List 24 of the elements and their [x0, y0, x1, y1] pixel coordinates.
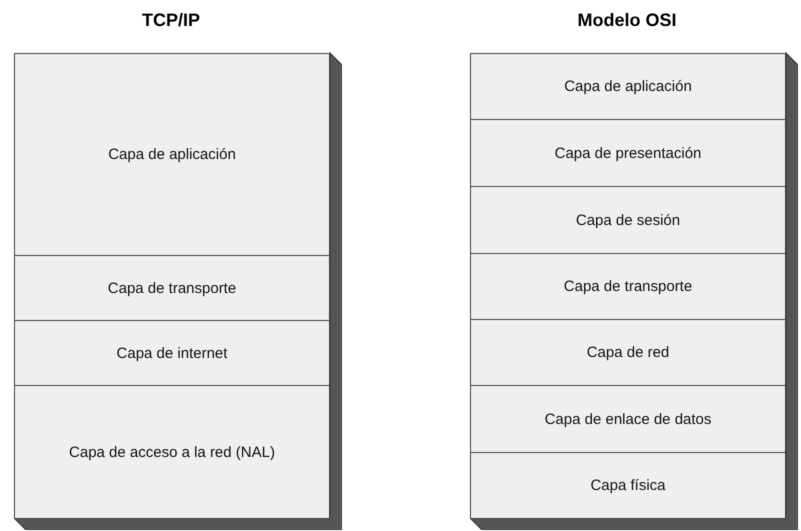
layer-box: [14, 255, 330, 321]
layer-label: Capa de aplicación: [108, 146, 236, 163]
layer-label: Capa de presentación: [554, 144, 702, 162]
layer-label: Capa de sesión: [576, 212, 680, 228]
layer-box: [470, 452, 786, 519]
stack-title: Modelo OSI: [576, 10, 678, 31]
layer-label: Capa de transporte: [108, 280, 236, 296]
layer-label: Capa de acceso a la red (NAL): [69, 444, 275, 460]
layer-box: [14, 385, 330, 519]
layer-box: [470, 253, 786, 320]
layer-label: Capa física: [590, 477, 666, 494]
layer-label: Capa de red: [586, 344, 670, 361]
layer-label: Capa de transporte: [564, 278, 692, 295]
layer-label: Capa de internet: [116, 344, 228, 362]
layer-box: [14, 320, 330, 386]
layer-box: [470, 53, 786, 120]
layer-box: [470, 119, 786, 187]
layer-label: Capa de aplicación: [564, 78, 692, 95]
layer-box: [470, 186, 786, 254]
stack-title: TCP/IP: [140, 10, 201, 31]
layer-box: [470, 319, 786, 386]
layer-box: [14, 53, 330, 256]
layer-box: [470, 385, 786, 453]
layer-label: Capa de enlace de datos: [544, 410, 712, 428]
